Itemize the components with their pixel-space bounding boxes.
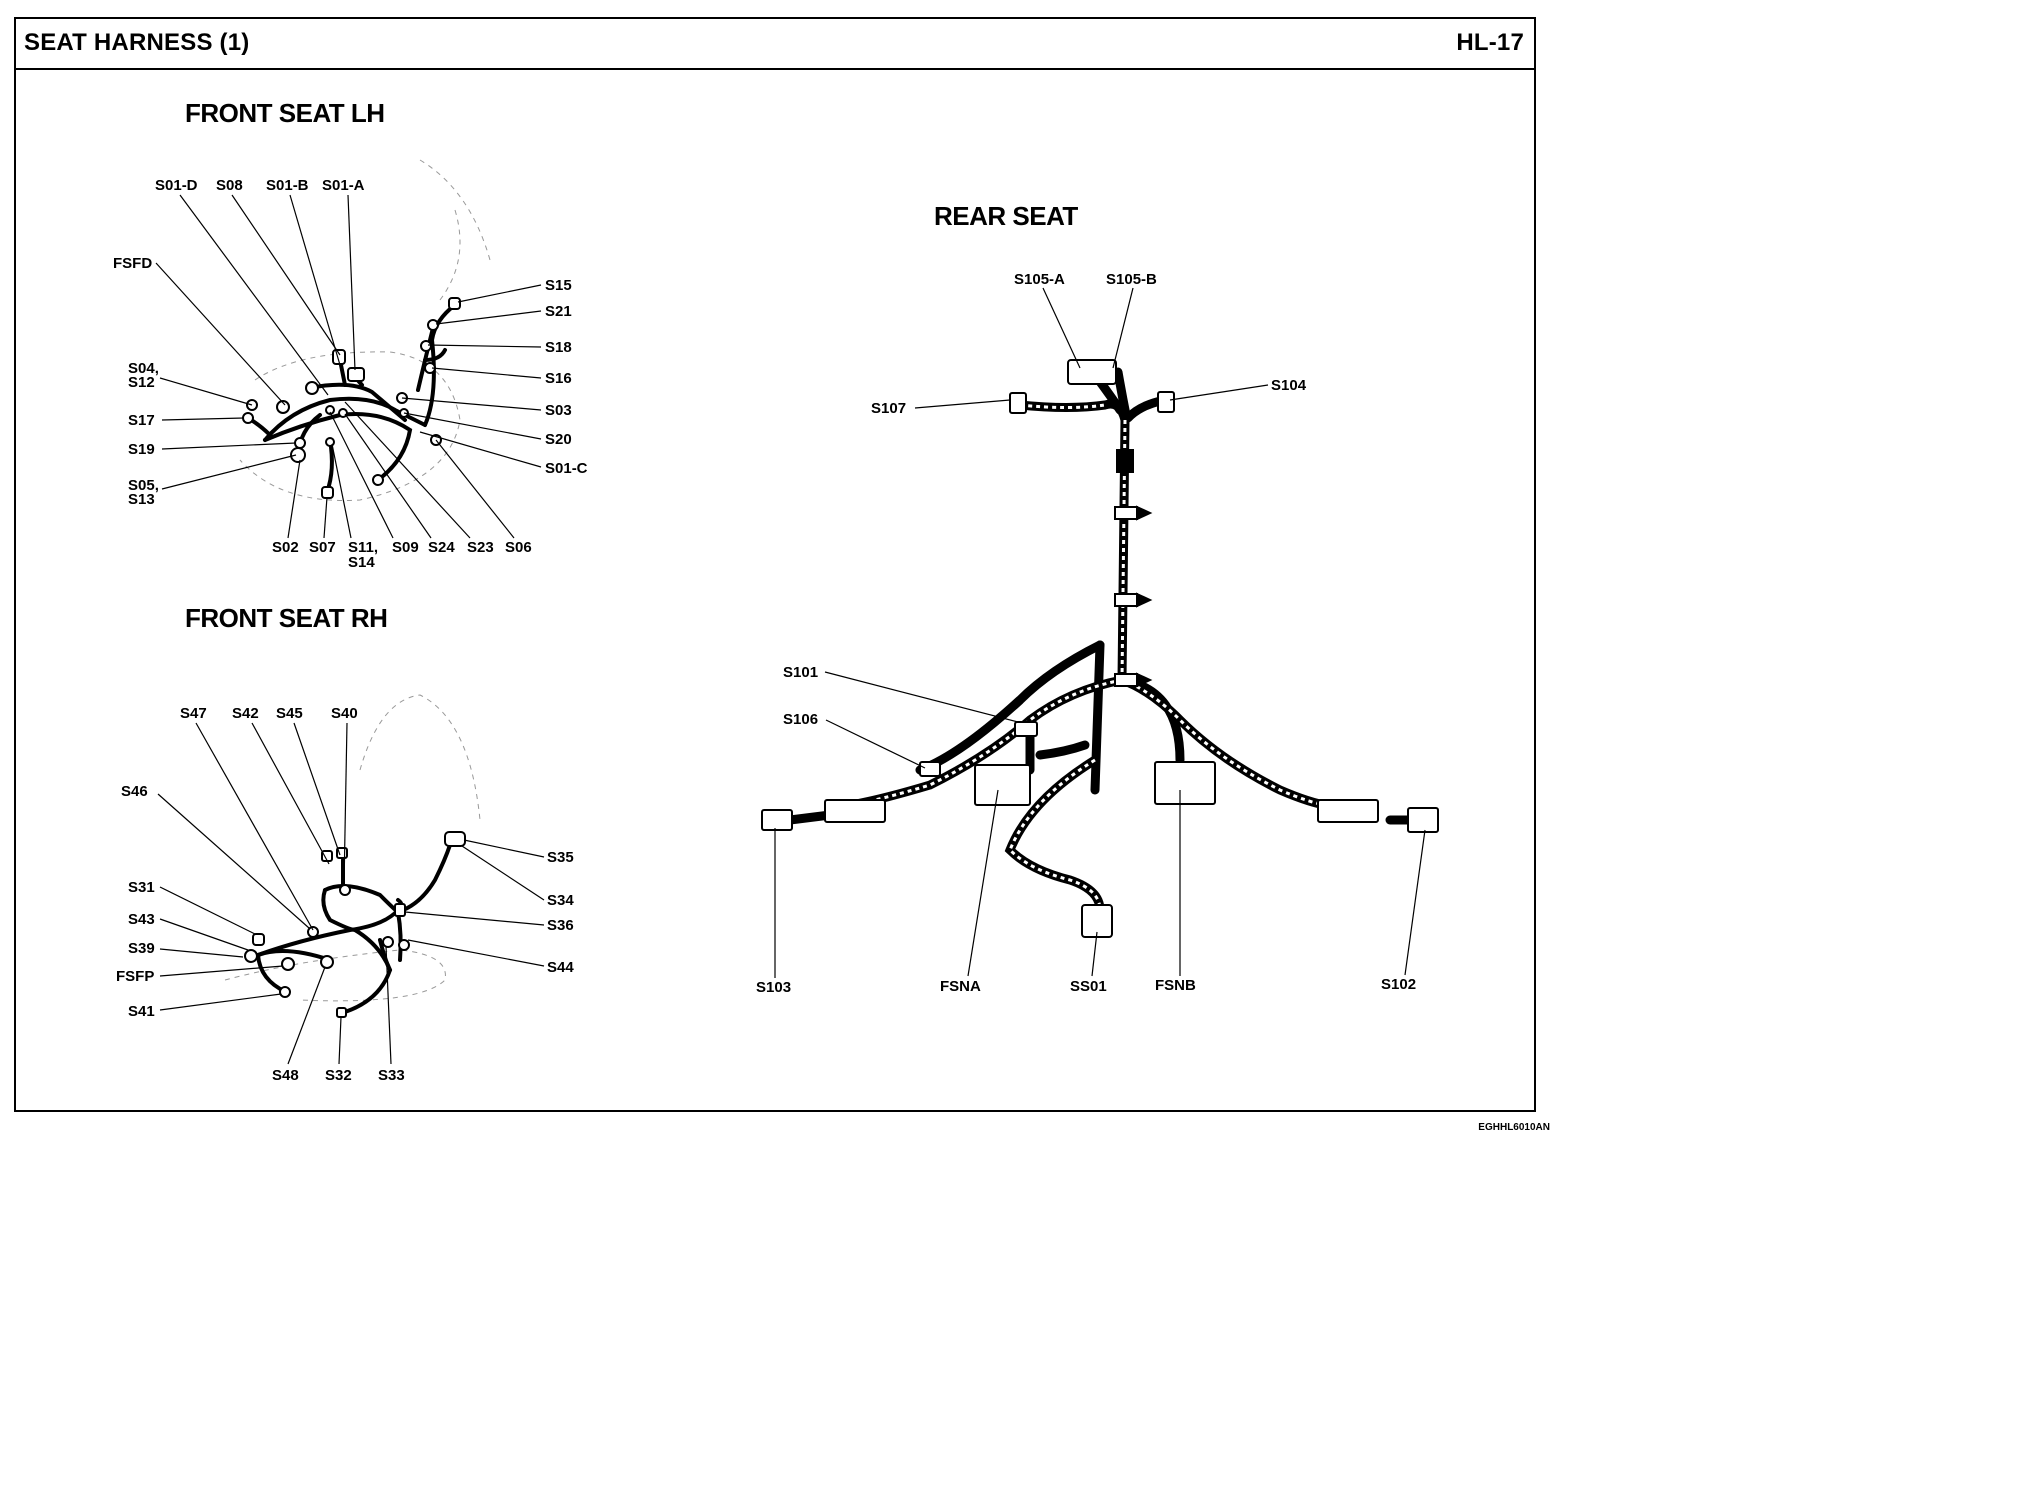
harness-drawing: S01-D S08 S01-B S01-A FSFD S15 S21 S18 S… [113,159,1439,1084]
label-s13: S13 [128,491,155,508]
label-s48: S48 [272,1067,299,1084]
label-s44: S44 [547,959,574,976]
front-seat-lh-title: FRONT SEAT LH [185,98,385,128]
label-s01-d: S01-D [155,177,198,194]
diagram-frame: SEAT HARNESS (1) HL-17 [14,17,1536,1112]
label-s43: S43 [128,911,155,928]
label-s05: S05, [128,477,159,494]
label-s33: S33 [378,1067,405,1084]
label-s12: S12 [128,374,155,391]
label-s41: S41 [128,1003,155,1020]
label-s11: S11, [348,539,378,556]
front-rh-labels: S47 S42 S45 S40 S46 S35 S31 S34 S43 S36 … [116,705,574,1084]
label-s15: S15 [545,277,572,294]
label-s103: S103 [756,979,791,996]
label-s107: S107 [871,400,906,417]
label-s35: S35 [547,849,574,866]
label-s01-a: S01-A [322,177,365,194]
label-s04: S04, [128,360,159,377]
front-lh-labels: S01-D S08 S01-B S01-A FSFD S15 S21 S18 S… [113,177,588,571]
label-s01-c: S01-C [545,460,588,477]
figure-code: EGHHL6010AN [1478,1122,1550,1133]
label-s104: S104 [1271,377,1307,394]
label-s24: S24 [428,539,455,556]
header-divider [16,68,1534,70]
rear-seat-title: REAR SEAT [934,201,1078,231]
label-s42: S42 [232,705,259,722]
label-s16: S16 [545,370,572,387]
label-s21: S21 [545,303,572,320]
page-title: SEAT HARNESS (1) [24,29,250,56]
label-s31: S31 [128,879,155,896]
label-s105-b: S105-B [1106,271,1157,288]
label-s47: S47 [180,705,207,722]
label-s102: S102 [1381,976,1416,993]
label-s46: S46 [121,783,148,800]
front-lh-harness: S01-D S08 S01-B S01-A FSFD S15 S21 S18 S… [113,159,588,571]
label-s06: S06 [505,539,532,556]
label-s36: S36 [547,917,574,934]
label-fsna: FSNA [940,978,981,995]
page-code: HL-17 [1456,29,1524,56]
label-s07: S07 [309,539,336,556]
label-s14: S14 [348,554,375,571]
label-fsfd: FSFD [113,255,152,272]
label-s34: S34 [547,892,574,909]
label-s40: S40 [331,705,358,722]
rear-seat-labels: S105-A S105-B S104 S107 S101 S106 S103 F… [756,271,1416,996]
label-s105-a: S105-A [1014,271,1065,288]
label-s09: S09 [392,539,419,556]
front-seat-rh-title: FRONT SEAT RH [185,603,388,633]
label-ss01: SS01 [1070,978,1107,995]
label-s17: S17 [128,412,155,429]
label-s01-b: S01-B [266,177,309,194]
label-fsfp: FSFP [116,968,154,985]
label-s32: S32 [325,1067,352,1084]
label-s19: S19 [128,441,155,458]
label-s03: S03 [545,402,572,419]
label-s23: S23 [467,539,494,556]
label-fsnb: FSNB [1155,977,1196,994]
label-s106: S106 [783,711,818,728]
label-s08: S08 [216,177,243,194]
label-s101: S101 [783,664,818,681]
label-s39: S39 [128,940,155,957]
label-s45: S45 [276,705,303,722]
label-s02: S02 [272,539,299,556]
front-rh-harness: S47 S42 S45 S40 S46 S35 S31 S34 S43 S36 … [116,694,574,1084]
rear-seat-harness: S105-A S105-B S104 S107 S101 S106 S103 F… [756,271,1439,996]
label-s20: S20 [545,431,572,448]
label-s18: S18 [545,339,572,356]
